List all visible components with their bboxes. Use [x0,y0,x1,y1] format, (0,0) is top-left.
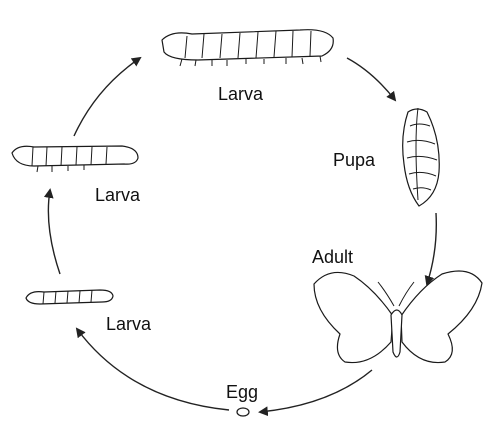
pupa-label: Pupa [333,150,376,170]
arrow-larva-to-pupa [347,58,395,100]
pupa-icon [403,108,440,206]
adult-label: Adult [312,247,353,267]
arrow-egg-to-larva [77,329,229,410]
medium-larva-icon [12,146,138,172]
larva-left-upper-label: Larva [95,185,141,205]
large-larva-icon [162,30,333,66]
larva-left-lower-label: Larva [106,314,152,334]
egg-label: Egg [226,382,258,402]
arrow-larva-to-large-larva [74,58,140,136]
arrow-adult-to-egg [260,370,372,412]
egg-icon [237,408,249,416]
small-larva-icon [26,290,113,304]
larva-top-label: Larva [218,84,264,104]
moth-icon [314,271,482,363]
arrow-larva-to-larva [48,190,60,274]
arrow-pupa-to-adult [427,213,436,284]
